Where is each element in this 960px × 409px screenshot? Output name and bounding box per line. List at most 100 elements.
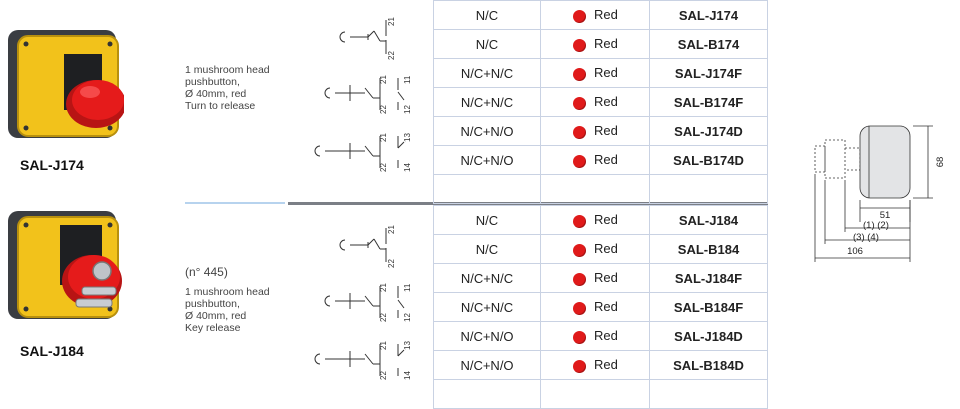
product-code: SAL-J174 <box>649 0 768 30</box>
terminal-label: 12 <box>403 313 412 322</box>
terminal-label: 22 <box>379 313 388 322</box>
terminal-label: 11 <box>403 283 412 292</box>
contact-function: N/C <box>433 0 541 30</box>
color-cell: Red <box>540 205 650 235</box>
dim-width: 51 <box>880 210 891 221</box>
color-cell: Red <box>540 58 650 88</box>
red-dot-icon <box>573 359 586 373</box>
description-line: 1 mushroom head <box>185 64 270 76</box>
terminal-label: 22 <box>387 259 396 268</box>
product-table: N/C Red SAL-J174 N/C Red SAL-B174 N/C+N/… <box>433 0 768 204</box>
dim-overall: 106 <box>847 246 863 257</box>
terminal-label: 21 <box>387 225 396 234</box>
product-description: 1 mushroom head pushbutton, Ø 40mm, red … <box>185 64 270 112</box>
contact-function: N/C <box>433 234 541 264</box>
terminal-label: 21 <box>379 341 388 350</box>
dimension-drawing: 68 51 (1) (2) (3) (4) 106 <box>805 118 955 278</box>
table-row: N/C+N/C Red SAL-B174F <box>433 87 768 117</box>
color-cell: Red <box>540 116 650 146</box>
product-name: SAL-J184 <box>20 343 84 359</box>
terminal-label: 21 <box>379 75 388 84</box>
contact-function: N/C+N/C <box>433 263 541 293</box>
product-code: SAL-J184D <box>649 321 768 351</box>
contact-symbol-nc-nc: 21 22 11 12 <box>324 283 412 322</box>
color-label: Red <box>594 65 618 81</box>
product-note: (n° 445) <box>185 265 228 279</box>
contact-function: N/C+N/O <box>433 116 541 146</box>
contact-symbol-nc-nc: 21 22 11 12 <box>324 75 412 114</box>
color-cell: Red <box>540 145 650 175</box>
table-row: N/C Red SAL-J174 <box>433 0 768 30</box>
terminal-label: 14 <box>403 371 412 380</box>
color-cell: Red <box>540 0 650 30</box>
product-code: SAL-J184F <box>649 263 768 293</box>
dim-height: 68 <box>935 157 946 168</box>
contact-function: N/C+N/O <box>433 350 541 380</box>
contact-function: N/C <box>433 205 541 235</box>
product-code: SAL-J184 <box>649 205 768 235</box>
terminal-label: 22 <box>379 371 388 380</box>
red-dot-icon <box>573 96 586 110</box>
table-row: N/C Red SAL-J184 <box>433 205 768 235</box>
terminal-label: 11 <box>403 75 412 84</box>
color-cell: Red <box>540 234 650 264</box>
red-dot-icon <box>573 301 586 315</box>
terminal-label: 13 <box>403 133 412 142</box>
color-label: Red <box>594 212 618 228</box>
contact-function: N/C+N/C <box>433 292 541 322</box>
red-dot-icon <box>573 272 586 286</box>
red-dot-icon <box>573 38 586 52</box>
description-line: Key release <box>185 322 241 334</box>
color-cell: Red <box>540 87 650 117</box>
color-label: Red <box>594 299 618 315</box>
terminal-label: 22 <box>379 105 388 114</box>
color-label: Red <box>594 36 618 52</box>
product-table: N/C Red SAL-J184 N/C Red SAL-B184 N/C+N/… <box>433 205 768 409</box>
dim-label-12: (1) (2) <box>863 220 889 231</box>
contact-symbol-nc: 21 22 <box>339 17 396 60</box>
terminal-label: 21 <box>387 17 396 26</box>
contact-symbol-nc-no: 21 22 13 14 <box>314 341 412 380</box>
color-label: Red <box>594 7 618 23</box>
section-divider <box>185 202 285 204</box>
contact-symbol-nc-no: 21 22 13 14 <box>314 133 412 172</box>
contact-symbols: 21 22 21 22 11 12 21 22 13 14 21 22 <box>310 0 432 405</box>
product-code: SAL-B174D <box>649 145 768 175</box>
color-cell: Red <box>540 350 650 380</box>
table-row-empty <box>433 174 768 204</box>
description-line: Turn to release <box>185 100 256 112</box>
dim-label-34: (3) (4) <box>853 232 879 243</box>
product-code: SAL-B174F <box>649 87 768 117</box>
product-code: SAL-B184F <box>649 292 768 322</box>
color-label: Red <box>594 241 618 257</box>
contact-function: N/C+N/C <box>433 58 541 88</box>
contact-function: N/C <box>433 29 541 59</box>
color-label: Red <box>594 270 618 286</box>
product-name: SAL-J174 <box>20 157 84 173</box>
product-code: SAL-J174D <box>649 116 768 146</box>
table-row-empty <box>433 379 768 409</box>
section-divider <box>288 202 768 205</box>
contact-function: N/C+N/C <box>433 87 541 117</box>
description-line: pushbutton, <box>185 76 240 88</box>
terminal-label: 12 <box>403 105 412 114</box>
table-row: N/C+N/O Red SAL-B184D <box>433 350 768 380</box>
table-row: N/C+N/C Red SAL-J174F <box>433 58 768 88</box>
red-dot-icon <box>573 214 586 228</box>
terminal-label: 22 <box>379 163 388 172</box>
red-dot-icon <box>573 67 586 81</box>
color-label: Red <box>594 123 618 139</box>
contact-function: N/C+N/O <box>433 321 541 351</box>
table-row: N/C+N/O Red SAL-J174D <box>433 116 768 146</box>
product-image-sal-j184 <box>4 203 129 338</box>
red-dot-icon <box>573 330 586 344</box>
terminal-label: 22 <box>387 51 396 60</box>
product-code: SAL-B174 <box>649 29 768 59</box>
red-dot-icon <box>573 125 586 139</box>
terminal-label: 14 <box>403 163 412 172</box>
terminal-label: 21 <box>379 283 388 292</box>
red-dot-icon <box>573 154 586 168</box>
color-cell: Red <box>540 29 650 59</box>
color-label: Red <box>594 328 618 344</box>
red-dot-icon <box>573 9 586 23</box>
